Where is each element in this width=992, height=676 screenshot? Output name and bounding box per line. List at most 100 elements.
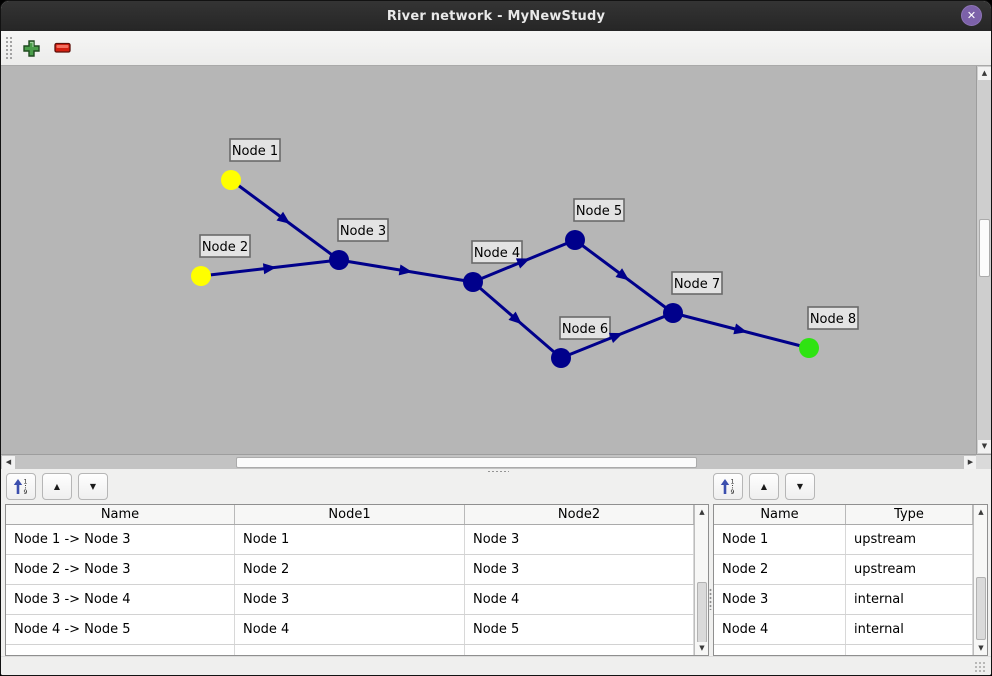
table-cell[interactable]: Node 1 -> Node 3 bbox=[6, 525, 235, 554]
column-header[interactable]: Node1 bbox=[235, 505, 465, 524]
node-table-scrollbar[interactable]: ▲ ▼ bbox=[973, 505, 987, 655]
table-cell bbox=[714, 645, 846, 655]
node-label-box[interactable] bbox=[671, 271, 723, 295]
reach-edge[interactable] bbox=[230, 178, 340, 262]
column-header[interactable]: Type bbox=[846, 505, 973, 524]
network-node[interactable] bbox=[551, 348, 571, 368]
add-button[interactable] bbox=[18, 35, 44, 61]
resize-grip-icon[interactable] bbox=[974, 661, 987, 672]
network-node[interactable] bbox=[329, 250, 349, 270]
node-label-box[interactable] bbox=[559, 316, 611, 340]
table-cell[interactable]: Node 3 bbox=[235, 585, 465, 614]
move-down-button[interactable]: ▼ bbox=[78, 473, 108, 500]
close-button[interactable]: ✕ bbox=[961, 5, 982, 26]
table-scroll-thumb[interactable] bbox=[976, 577, 986, 640]
node-label-text: Node 5 bbox=[576, 204, 622, 219]
network-node[interactable] bbox=[663, 303, 683, 323]
table-cell[interactable]: Node 3 bbox=[465, 555, 694, 584]
remove-button[interactable] bbox=[50, 35, 76, 61]
move-up-button[interactable]: ▲ bbox=[749, 473, 779, 500]
table-cell bbox=[465, 645, 694, 655]
table-cell[interactable]: Node 4 bbox=[465, 585, 694, 614]
column-header[interactable]: Node2 bbox=[465, 505, 694, 524]
reach-table-scrollbar[interactable]: ▲ ▼ bbox=[694, 505, 708, 655]
sort-button[interactable]: 1 9 bbox=[713, 473, 743, 500]
table-cell[interactable]: Node 1 bbox=[714, 525, 846, 554]
scroll-down-icon[interactable]: ▼ bbox=[978, 440, 991, 453]
node-label-text: Node 3 bbox=[340, 224, 386, 239]
toolbar-drag-handle[interactable] bbox=[5, 36, 14, 60]
reach-edge[interactable] bbox=[560, 311, 674, 360]
network-node[interactable] bbox=[565, 230, 585, 250]
node-label-box[interactable] bbox=[807, 306, 859, 330]
table-cell[interactable]: Node 3 bbox=[465, 525, 694, 554]
table-cell[interactable]: upstream bbox=[846, 555, 973, 584]
canvas-vertical-scrollbar[interactable]: ▲ ▼ bbox=[976, 66, 991, 454]
canvas-horizontal-scrollbar[interactable]: ◀ ▶ bbox=[1, 454, 978, 469]
scroll-down-icon[interactable]: ▼ bbox=[696, 642, 708, 654]
scroll-right-icon[interactable]: ▶ bbox=[964, 456, 977, 469]
network-node[interactable] bbox=[191, 266, 211, 286]
node-label-box[interactable] bbox=[199, 234, 251, 258]
table-cell[interactable]: internal bbox=[846, 585, 973, 614]
table-cell[interactable]: Node 3 -> Node 4 bbox=[6, 585, 235, 614]
svg-text:9: 9 bbox=[24, 489, 28, 495]
scroll-up-icon[interactable]: ▲ bbox=[696, 506, 708, 518]
reach-edge[interactable] bbox=[472, 280, 562, 360]
move-up-button[interactable]: ▲ bbox=[42, 473, 72, 500]
table-cell[interactable]: Node 2 bbox=[714, 555, 846, 584]
move-down-button[interactable]: ▼ bbox=[785, 473, 815, 500]
table-scroll-thumb[interactable] bbox=[697, 582, 707, 643]
table-table-splitter[interactable] bbox=[709, 504, 713, 656]
reach-edge[interactable] bbox=[338, 258, 474, 284]
table-row-partial bbox=[714, 645, 987, 655]
table-cell[interactable]: upstream bbox=[846, 525, 973, 554]
table-cell[interactable]: Node 2 bbox=[235, 555, 465, 584]
table-cell[interactable]: Node 4 -> Node 5 bbox=[6, 615, 235, 644]
table-cell[interactable]: Node 1 bbox=[235, 525, 465, 554]
plus-icon bbox=[22, 39, 40, 57]
table-cell[interactable]: Node 4 bbox=[714, 615, 846, 644]
main-toolbar bbox=[1, 31, 991, 66]
column-header[interactable]: Name bbox=[6, 505, 235, 524]
table-cell[interactable]: Node 2 -> Node 3 bbox=[6, 555, 235, 584]
reach-edge[interactable] bbox=[200, 258, 340, 278]
table-cell[interactable]: Node 5 bbox=[465, 615, 694, 644]
horizontal-scroll-thumb[interactable] bbox=[236, 457, 697, 468]
node-table-toolbar: 1 9 ▲ ▼ bbox=[713, 473, 815, 501]
reach-edge[interactable] bbox=[472, 238, 576, 284]
reach-edge[interactable] bbox=[672, 311, 810, 350]
scroll-left-icon[interactable]: ◀ bbox=[2, 456, 15, 469]
table-cell[interactable]: Node 4 bbox=[235, 615, 465, 644]
reach-edge[interactable] bbox=[574, 238, 674, 315]
column-header[interactable]: Name bbox=[714, 505, 846, 524]
node-label-box[interactable] bbox=[471, 240, 523, 264]
svg-text:9: 9 bbox=[731, 489, 735, 495]
node-label-box[interactable] bbox=[573, 198, 625, 222]
network-node[interactable] bbox=[221, 170, 241, 190]
table-cell[interactable]: internal bbox=[846, 615, 973, 644]
vertical-scroll-thumb[interactable] bbox=[979, 219, 990, 277]
scroll-up-icon[interactable]: ▲ bbox=[975, 506, 987, 518]
table-cell[interactable]: Node 3 bbox=[714, 585, 846, 614]
node-label-box[interactable] bbox=[229, 138, 281, 162]
node-label-box[interactable] bbox=[337, 218, 389, 242]
scroll-up-icon[interactable]: ▲ bbox=[978, 67, 991, 80]
canvas-table-splitter[interactable] bbox=[1, 469, 991, 473]
sort-button[interactable]: 1 9 bbox=[6, 473, 36, 500]
network-node[interactable] bbox=[799, 338, 819, 358]
network-node[interactable] bbox=[463, 272, 483, 292]
scroll-down-icon[interactable]: ▼ bbox=[975, 642, 987, 654]
